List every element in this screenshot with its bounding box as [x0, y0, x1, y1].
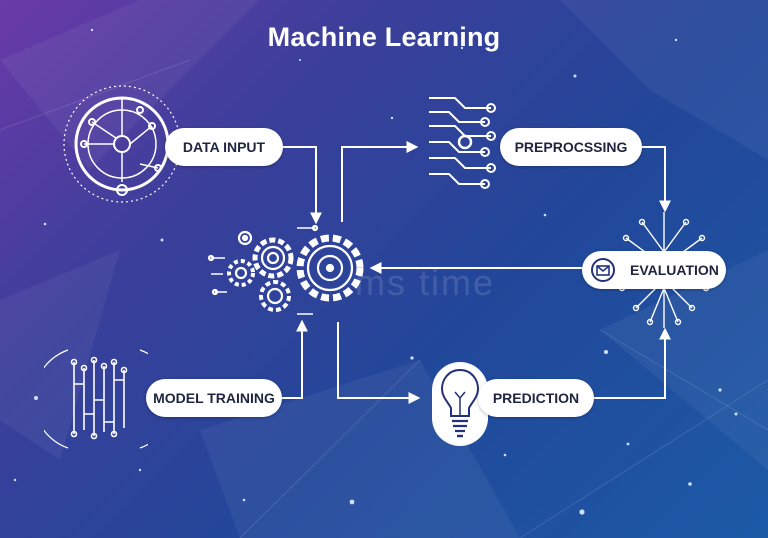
- node-prediction: PREDICTION: [478, 379, 594, 417]
- arrow-gears-to-prediction: [337, 322, 421, 404]
- lightbulb-glyph: [440, 368, 480, 438]
- arrow-prediction-to-evaluation: [594, 327, 671, 399]
- arrow-preprocessing-to-brain: [642, 146, 671, 213]
- node-evaluation: EVALUATION: [582, 251, 726, 289]
- node-preprocessing: PREPROCSSING: [500, 128, 642, 166]
- envelope-icon: [591, 258, 615, 282]
- evaluation-label: EVALUATION: [630, 262, 719, 278]
- node-model-training: MODEL TRAINING: [146, 379, 282, 417]
- arrow-model-training-to-gears: [282, 319, 308, 399]
- diagram-title: Machine Learning: [267, 22, 501, 52]
- circuit-board-icon: [44, 349, 148, 449]
- circuit-chip-icon: [429, 97, 496, 189]
- arrow-data-input-to-gears: [282, 146, 322, 225]
- gears-icon: [207, 224, 364, 315]
- arrow-gears-to-preprocessing: [341, 141, 419, 222]
- node-data-input: DATA INPUT: [165, 128, 283, 166]
